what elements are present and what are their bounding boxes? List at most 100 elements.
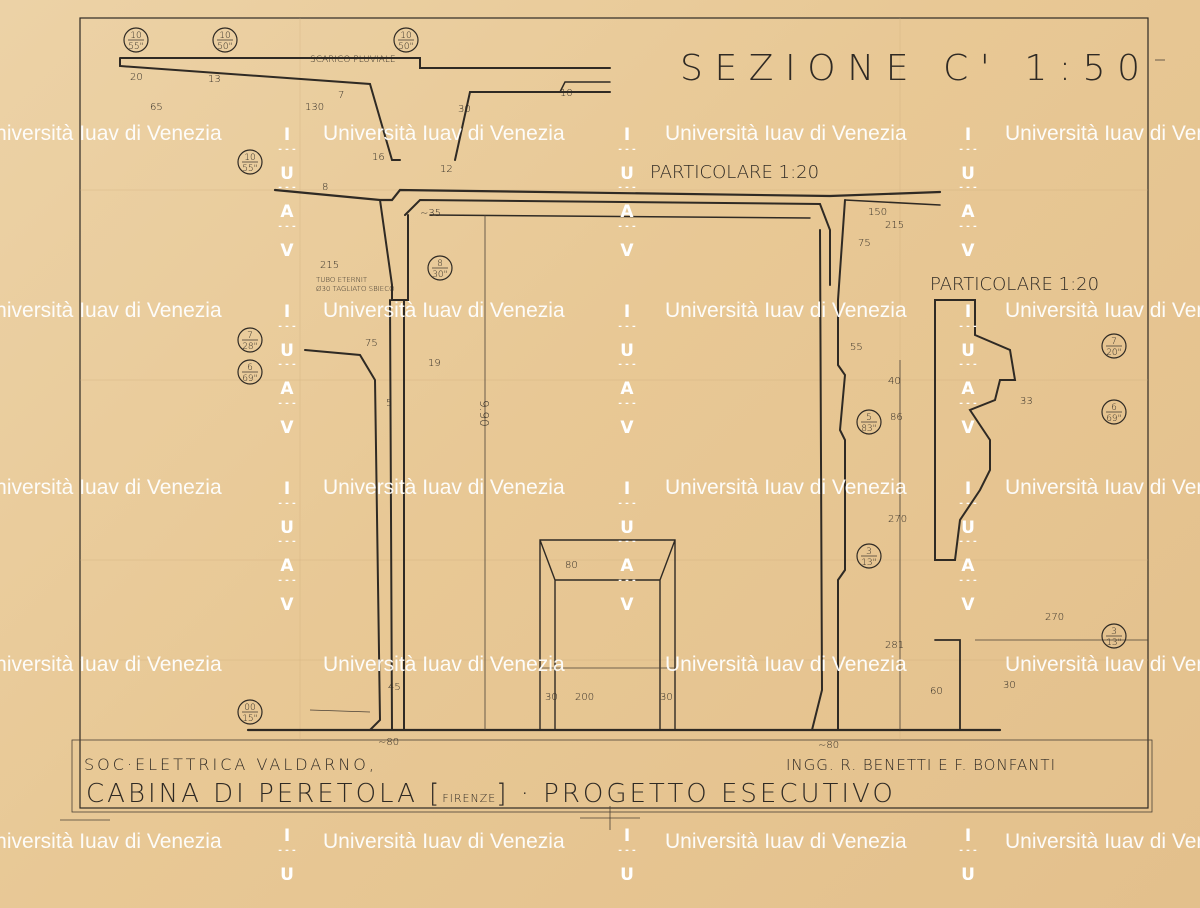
level-marker: 313" xyxy=(856,543,882,569)
watermark-dash: - - - xyxy=(959,321,977,332)
dim-label: ~35 xyxy=(420,208,441,219)
left-wall xyxy=(379,199,409,301)
watermark-letter: I xyxy=(283,479,291,499)
marker-bottom: 69" xyxy=(1106,414,1122,424)
watermark-letter: A xyxy=(620,556,634,577)
doorway xyxy=(539,539,676,731)
dim-label: 30 xyxy=(545,692,558,703)
watermark-vertical: I- - -U- - -A- - -V xyxy=(612,471,642,615)
watermark-vertical: I- - -U xyxy=(272,818,302,884)
watermark-letter: U xyxy=(280,864,294,885)
watermark-text: Università Iuav di Venezia xyxy=(1005,122,1200,145)
watermark-letter: U xyxy=(280,163,294,184)
marker-circle xyxy=(393,27,419,53)
marker-bottom: 50" xyxy=(217,42,233,52)
watermark-text: Università Iuav di Venezia xyxy=(1005,476,1200,499)
marker-circle xyxy=(237,359,263,385)
watermark-letter: U xyxy=(620,517,634,538)
detail-profile xyxy=(934,299,1017,561)
watermark-letter: A xyxy=(280,202,294,223)
dim-label: 86 xyxy=(890,412,903,423)
dim-label: 200 xyxy=(575,692,594,703)
watermark-text: Università Iuav di Venezia xyxy=(323,830,565,853)
project-city: FIRENZE xyxy=(442,792,496,805)
marker-circle xyxy=(856,543,882,569)
project-title-part: ] · PROGETTO ESECUTIVO xyxy=(496,779,896,809)
watermark-vertical: I- - -U- - -A- - -V xyxy=(953,471,983,615)
watermark-vertical: I- - -U xyxy=(953,818,983,884)
detail-right-label: PARTICOLARE 1:20 xyxy=(930,274,1099,295)
detail-base xyxy=(934,639,1001,731)
marker-circle xyxy=(1101,333,1127,359)
watermark-letter: U xyxy=(961,163,975,184)
marker-circle xyxy=(1101,399,1127,425)
marker-top: 6 xyxy=(247,363,253,373)
dim-label: 7 xyxy=(338,90,344,101)
watermark-text: Università Iuav di Venezia xyxy=(323,299,565,322)
right-wall xyxy=(810,199,847,731)
watermark-text: Università Iuav di Venezia xyxy=(1005,830,1200,853)
level-marker: 830" xyxy=(427,255,453,281)
dim-label: 55 xyxy=(850,342,863,353)
dim-label: 13 xyxy=(208,74,221,85)
marker-top: 3 xyxy=(1111,627,1117,637)
watermark-dash: - - - xyxy=(618,222,636,233)
watermark-dash: - - - xyxy=(278,576,296,587)
watermark-dash: - - - xyxy=(959,183,977,194)
watermark-vertical: I- - -U- - -A- - -V xyxy=(272,471,302,615)
watermark-text: Università Iuav di Venezia xyxy=(1005,299,1200,322)
dim-label: 30 xyxy=(660,692,673,703)
dim-label: 281 xyxy=(885,640,904,651)
project-title: CABINA DI PERETOLA [FIRENZE] · PROGETTO … xyxy=(86,779,896,809)
marker-top: 10 xyxy=(244,153,255,163)
watermark-text: Università Iuav di Venezia xyxy=(0,476,222,499)
dim-label: 60 xyxy=(930,686,943,697)
marker-bottom: 55" xyxy=(128,42,144,52)
dim-label: 12 xyxy=(440,164,453,175)
watermark-dash: - - - xyxy=(618,576,636,587)
watermark-text: Università Iuav di Venezia xyxy=(0,299,222,322)
gutter-detail xyxy=(119,57,611,161)
watermark-vertical: I- - -U- - -A- - -V xyxy=(953,117,983,261)
watermark-vertical: I- - -U- - -A- - -V xyxy=(953,294,983,438)
watermark-dash: - - - xyxy=(959,222,977,233)
watermark-text: Università Iuav di Venezia xyxy=(665,476,907,499)
marker-top: 10 xyxy=(400,31,411,41)
ceiling-line xyxy=(404,198,831,286)
left-wall-profile xyxy=(304,349,382,731)
marker-circle xyxy=(856,409,882,435)
watermark-letter: A xyxy=(961,379,975,400)
watermark-text: Università Iuav di Venezia xyxy=(665,299,907,322)
engineers-name: INGG. R. BENETTI E F. BONFANTI xyxy=(786,756,1056,774)
level-marker: 720" xyxy=(1101,333,1127,359)
watermark-dash: - - - xyxy=(618,144,636,155)
watermark-letter: A xyxy=(280,556,294,577)
eave-line xyxy=(844,199,941,206)
dim-label: ~80 xyxy=(378,737,399,748)
watermark-dash: - - - xyxy=(959,498,977,509)
watermark-letter: V xyxy=(620,241,634,262)
watermark-letter: U xyxy=(961,517,975,538)
watermark-text: Università Iuav di Venezia xyxy=(0,653,222,676)
watermark-dash: - - - xyxy=(278,537,296,548)
plinth-line xyxy=(309,709,371,713)
marker-top: 3 xyxy=(866,547,872,557)
dim-label: 20 xyxy=(130,72,143,83)
marker-top: 6 xyxy=(1111,403,1117,413)
gutter-label: SCARICO PLUVIALE xyxy=(310,55,396,65)
watermark-letter: U xyxy=(620,864,634,885)
watermark-text: Università Iuav di Venezia xyxy=(323,122,565,145)
watermark-dash: - - - xyxy=(618,183,636,194)
watermark-dash: - - - xyxy=(278,222,296,233)
watermark-text: Università Iuav di Venezia xyxy=(665,830,907,853)
marker-top: 7 xyxy=(1111,337,1117,347)
client-name: SOC·ELETTRICA VALDARNO, xyxy=(84,755,377,774)
watermark-letter: V xyxy=(280,418,294,439)
dim-label: 16 xyxy=(372,152,385,163)
level-marker: 669" xyxy=(237,359,263,385)
watermark-letter: A xyxy=(280,379,294,400)
